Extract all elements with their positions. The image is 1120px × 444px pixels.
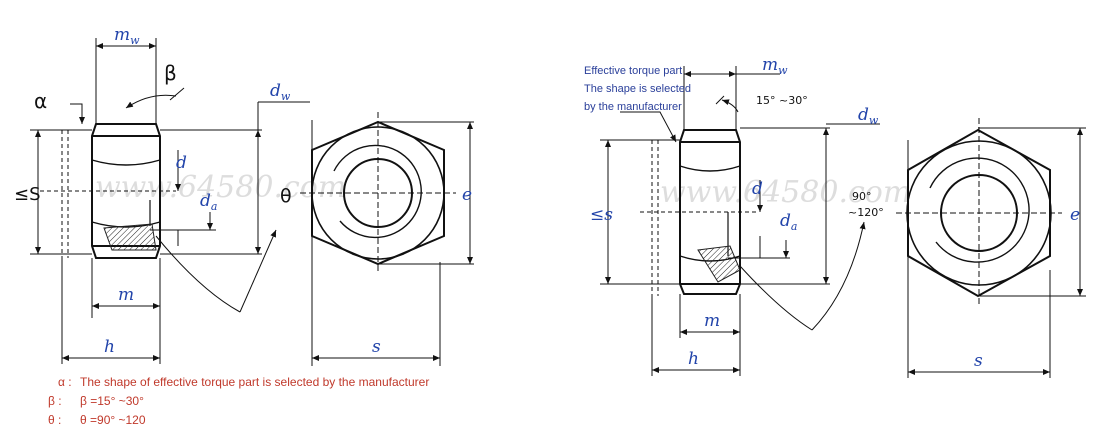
legend-theta-text: θ =90° ~120 [80, 413, 146, 427]
right-label-beta-range: 15° ~30° [756, 94, 808, 107]
left-diagram: www.64580.com [14, 25, 474, 366]
left-front-centerlines [300, 112, 456, 274]
left-label-s-side: ≤S [14, 184, 41, 205]
right-diagram: www.64580.com [584, 55, 1086, 378]
left-label-alpha: α [34, 89, 47, 113]
left-label-s: s [372, 337, 381, 357]
left-extension-lines [30, 38, 474, 366]
right-label-d: d [752, 179, 763, 199]
left-hidden-lines [40, 130, 176, 258]
right-torque-part-hatch [697, 245, 741, 283]
right-label-da: da [780, 211, 797, 233]
right-label-s: s [974, 351, 983, 371]
left-watermark: www.64580.com [95, 170, 346, 205]
right-label-mw: mw [762, 55, 788, 77]
right-front-centerlines [896, 118, 1062, 306]
legend-alpha-key: α : [58, 375, 72, 389]
left-label-mw: mw [114, 25, 140, 47]
right-label-m: m [704, 311, 720, 331]
left-label-m: m [118, 285, 134, 305]
left-label-da: da [200, 191, 217, 213]
legend: α : The shape of effective torque part i… [48, 375, 429, 427]
right-label-h: h [688, 349, 699, 369]
legend-alpha-text: The shape of effective torque part is se… [80, 375, 429, 389]
left-label-h: h [104, 337, 115, 357]
right-label-e: e [1070, 205, 1080, 225]
left-label-e: e [462, 185, 472, 205]
left-label-theta: θ [280, 185, 292, 207]
left-torque-part-hatch [103, 223, 157, 251]
left-label-beta: β [164, 61, 177, 85]
right-label-theta-range-1: 90° [852, 190, 872, 203]
legend-beta-key: β : [48, 394, 62, 408]
left-label-d: d [176, 153, 187, 173]
left-label-dw: dw [270, 81, 291, 103]
legend-beta-text: β =15° ~30° [80, 394, 144, 408]
right-label-s-side: ≤s [590, 205, 613, 225]
left-dimension-lines [35, 43, 473, 361]
right-label-theta-range-2: ~120° [848, 206, 884, 219]
right-note-line2: The shape is selected [584, 83, 691, 95]
right-label-dw: dw [858, 105, 879, 127]
right-note-line3: by the manufacturer [584, 101, 682, 113]
right-dimension-lines [605, 71, 1083, 375]
right-watermark: www.64580.com [660, 175, 911, 210]
right-note-line1: Effective torque part [584, 65, 682, 77]
legend-theta-key: θ : [48, 413, 61, 427]
right-hidden-lines [640, 140, 756, 296]
